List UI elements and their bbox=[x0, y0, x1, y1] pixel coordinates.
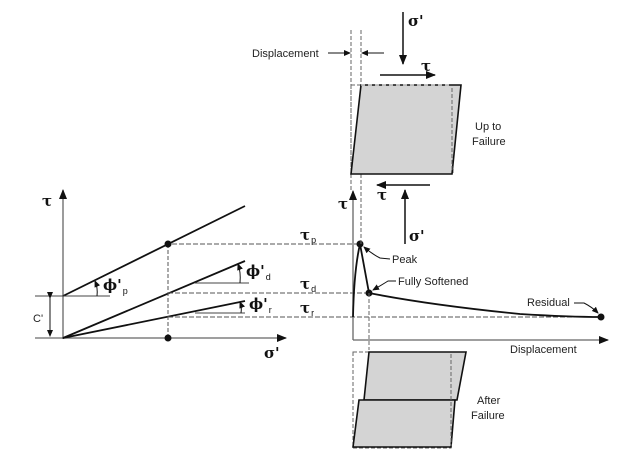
fully-softened-envelope bbox=[62, 260, 246, 339]
fully-softened-leader bbox=[372, 280, 396, 291]
sample-after-failure: After Failure bbox=[352, 351, 505, 449]
phi-d-subscript: d bbox=[266, 272, 271, 282]
displacement-indicator-label: Displacement bbox=[252, 48, 319, 60]
phi-p-subscript: p bbox=[123, 286, 128, 296]
tau-d-subscript: d bbox=[311, 284, 316, 294]
after-upper-block bbox=[363, 351, 467, 401]
sample-up-to-failure: Displacement σ' τ τ σ' Up to Failure bbox=[252, 12, 506, 245]
fully-softened-label: Fully Softened bbox=[398, 276, 468, 288]
peak-envelope bbox=[62, 205, 246, 297]
phi-r-subscript: r bbox=[269, 305, 272, 315]
phi-p-arc bbox=[94, 280, 101, 297]
tau-p-subscript: p bbox=[311, 235, 316, 245]
displacement-axis-label: Displacement bbox=[510, 344, 577, 356]
peak-leader bbox=[363, 246, 391, 260]
phi-d-symbol: ϕ' bbox=[246, 262, 265, 280]
residual-label: Residual bbox=[527, 297, 570, 309]
tau-p-symbol: τ bbox=[300, 226, 310, 244]
after-failure-caption-1: After bbox=[477, 395, 501, 407]
after-failure-caption-2: Failure bbox=[471, 410, 505, 422]
sigma-axis-label: σ' bbox=[264, 344, 280, 362]
normal-stress-label-top: σ' bbox=[408, 12, 424, 30]
strength-level-lines: τp τd τr bbox=[168, 226, 600, 318]
residual-leader bbox=[574, 302, 599, 314]
residual-point bbox=[597, 313, 605, 321]
sigma-point bbox=[164, 334, 172, 342]
shear-label-top: τ bbox=[421, 57, 431, 75]
tau-p-label: τp bbox=[300, 226, 316, 245]
tau-d-symbol: τ bbox=[300, 275, 310, 293]
up-to-failure-caption-1: Up to bbox=[475, 121, 501, 133]
phi-r-arc bbox=[239, 301, 246, 314]
phi-d-label: ϕ'd bbox=[246, 262, 271, 282]
normal-stress-label-bottom: σ' bbox=[409, 227, 425, 245]
phi-r-label: ϕ'r bbox=[249, 295, 272, 315]
stress-displacement-curve bbox=[352, 243, 602, 318]
peak-label: Peak bbox=[392, 254, 418, 266]
stress-displacement-plot: τ Displacement Peak Fully Softened Resid… bbox=[338, 30, 609, 356]
phi-r-symbol: ϕ' bbox=[249, 295, 268, 313]
failure-envelope-plot: τ σ' C' ϕ'p ϕ'd ϕ'r bbox=[33, 189, 287, 362]
phi-p-label: ϕ'p bbox=[103, 276, 128, 296]
tau-r-subscript: r bbox=[311, 308, 314, 318]
residual-envelope bbox=[62, 300, 246, 339]
tau-d-label: τd bbox=[300, 275, 316, 294]
tau-axis-right-label: τ bbox=[338, 195, 348, 213]
phi-p-symbol: ϕ' bbox=[103, 276, 122, 294]
tau-r-label: τr bbox=[300, 299, 314, 318]
after-lower-block bbox=[352, 399, 456, 448]
peak-point bbox=[356, 240, 364, 248]
phi-d-arc bbox=[237, 263, 243, 284]
deformed-sample bbox=[350, 84, 462, 175]
tau-r-symbol: τ bbox=[300, 299, 310, 317]
shear-label-bottom: τ bbox=[377, 186, 387, 204]
cohesion-label: C' bbox=[33, 313, 43, 325]
up-to-failure-caption-2: Failure bbox=[472, 136, 506, 148]
tau-axis-label: τ bbox=[42, 192, 52, 210]
peak-envelope-point bbox=[164, 240, 172, 248]
